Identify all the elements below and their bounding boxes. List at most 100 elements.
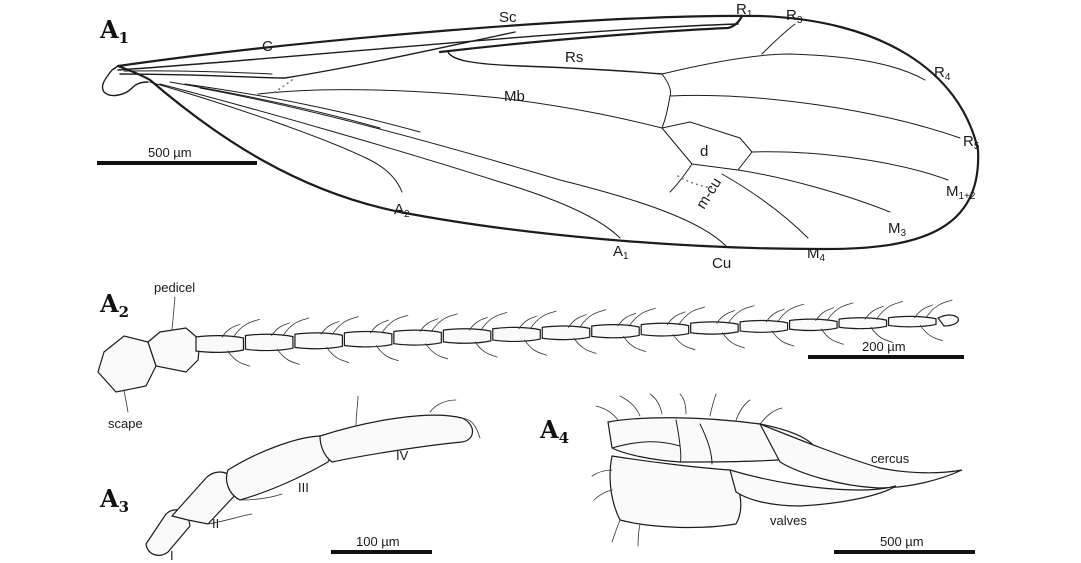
flagellomere	[739, 319, 789, 333]
label-palp-iv: IV	[396, 448, 409, 463]
antenna-seta	[919, 325, 943, 342]
panel-label-a2: A2	[99, 289, 129, 321]
label-m12: M1+2	[946, 183, 976, 202]
r4-vein	[661, 53, 926, 81]
label-costa: C	[262, 38, 273, 55]
a2-vein	[149, 81, 403, 193]
antenna-seta	[227, 350, 251, 367]
cercus	[758, 422, 963, 489]
r1-vein	[438, 14, 744, 54]
palp-segment-i	[145, 509, 191, 556]
mb-vein	[257, 89, 663, 129]
scale-bar-wing-label: 500 µm	[148, 145, 192, 160]
antenna-seta	[474, 341, 498, 358]
label-palp-i: I	[170, 548, 174, 563]
flagellomere	[393, 329, 442, 346]
flagellomere	[690, 321, 739, 335]
antenna-seta	[876, 301, 903, 320]
antenna-seta	[518, 315, 538, 330]
label-r5: R5	[963, 133, 980, 152]
antenna-seta	[419, 318, 439, 332]
valves	[729, 469, 897, 507]
antenna-seta	[722, 332, 745, 349]
label-r4: R4	[934, 64, 951, 83]
cu-vein	[199, 87, 727, 247]
palp-segment-iii	[225, 435, 332, 501]
basal-vein	[169, 81, 421, 133]
antenna-seta	[469, 316, 488, 331]
antenna-seta	[332, 316, 359, 335]
label-cercus: cercus	[871, 451, 910, 466]
label-palp-ii: II	[212, 516, 219, 531]
scale-bar-palp-label: 100 µm	[356, 534, 400, 549]
antenna-seta	[573, 337, 597, 354]
antenna-seta	[864, 305, 884, 320]
antenna-seta	[617, 312, 637, 327]
flagellomere	[492, 326, 541, 343]
radial-crossvein	[661, 73, 671, 129]
antenna-seta	[826, 302, 854, 321]
label-palp-iii: III	[298, 480, 309, 495]
panel-label-a3: A3	[99, 484, 129, 516]
label-scape: scape	[108, 416, 143, 431]
flagellomere	[294, 332, 343, 350]
label-subcosta: Sc	[499, 9, 517, 26]
m4-vein	[721, 173, 809, 239]
flagellomere	[541, 325, 591, 341]
palp-segment-iv	[319, 414, 474, 463]
flagellomere	[640, 322, 690, 337]
antenna-seta	[430, 313, 458, 332]
label-cu: Cu	[712, 255, 731, 272]
flagellomere	[442, 328, 492, 344]
flagellomere	[887, 315, 937, 328]
antenna-seta	[815, 307, 835, 321]
antenna-seta	[716, 310, 736, 324]
scale-bar-terminalia-label: 500 µm	[880, 534, 924, 549]
flagellomere	[789, 318, 838, 332]
label-r3: R3	[786, 7, 803, 26]
flagellomere	[838, 317, 888, 330]
label-a2: A2	[394, 201, 410, 220]
antenna-seta	[925, 299, 953, 319]
antenna-seta	[623, 336, 646, 352]
antenna-seta	[282, 317, 310, 337]
antenna-seta	[579, 309, 607, 328]
antenna-seta	[678, 306, 706, 326]
scale-bar-antenna-label: 200 µm	[862, 339, 906, 354]
antenna-seta	[870, 326, 894, 343]
r5-vein	[669, 94, 961, 139]
m3-vein	[737, 169, 891, 213]
label-pedicel: pedicel	[154, 280, 195, 295]
rs-vein	[447, 51, 663, 75]
terminalia-inner	[611, 419, 713, 465]
antenna-seta	[524, 339, 548, 356]
palp-drawing: I II III IV	[145, 395, 481, 563]
antenna-seta	[221, 323, 241, 338]
antenna-seta	[765, 308, 785, 323]
antenna-seta	[375, 345, 399, 362]
label-valves: valves	[770, 513, 807, 528]
wing-drawing: C Sc R1 R3 Rs R4 Mb R5 d m-cu M1+2 M3 M4…	[101, 1, 980, 272]
m12-vein	[751, 151, 949, 181]
subcosta-vein	[119, 31, 516, 79]
leader-pedicel	[171, 296, 176, 331]
flagellomere	[343, 330, 393, 348]
label-r1: R1	[736, 1, 753, 20]
antenna-seta	[771, 330, 795, 347]
label-mb: Mb	[504, 88, 525, 105]
antenna-seta	[320, 321, 340, 335]
subcosta-inner	[123, 70, 273, 75]
flagellomere	[244, 333, 294, 352]
antenna-seta	[672, 334, 696, 351]
abdominal-sternite	[609, 455, 742, 529]
r3-vein	[761, 23, 796, 55]
label-a1: A1	[613, 243, 629, 262]
antenna-seta	[666, 311, 686, 326]
terminalia-setae	[591, 393, 783, 547]
label-m3: M3	[888, 220, 907, 239]
antenna-seta	[233, 319, 260, 338]
terminalia-drawing: cercus valves	[591, 393, 963, 547]
antenna-seta	[914, 304, 934, 319]
antenna-seta	[777, 303, 805, 323]
